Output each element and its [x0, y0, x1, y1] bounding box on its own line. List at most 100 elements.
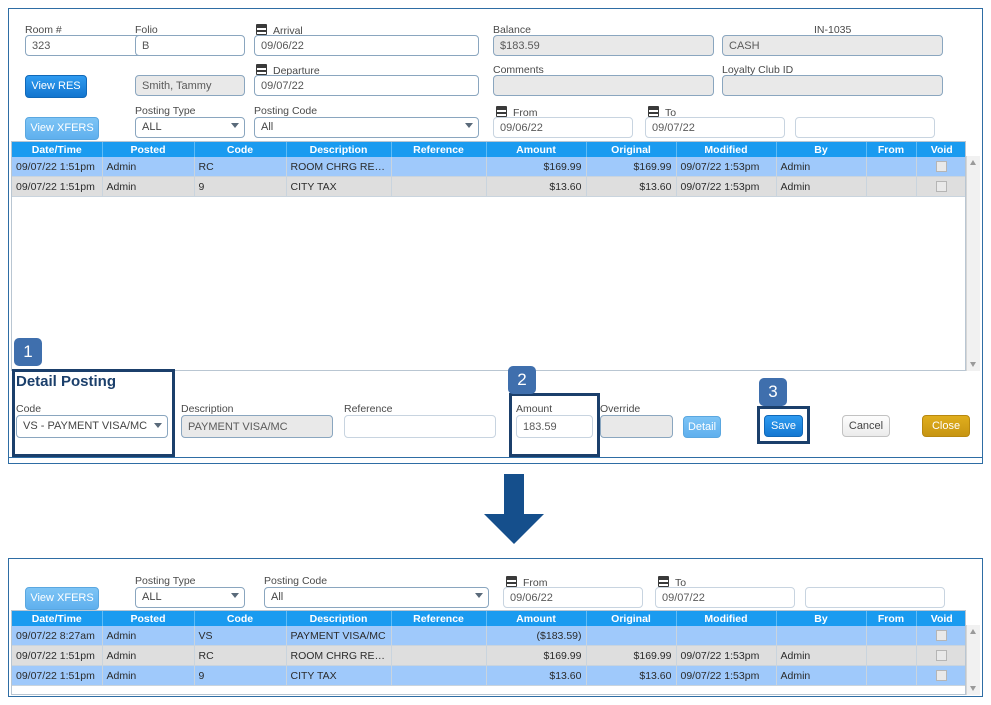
cell-modified: 09/07/22 1:53pm [676, 665, 777, 686]
comments-input[interactable] [493, 75, 714, 96]
search-input-bottom[interactable] [805, 587, 945, 608]
view-xfers-button-bottom[interactable]: View XFERS [25, 587, 99, 610]
void-checkbox[interactable] [936, 650, 947, 662]
posting-code-select-wrap-bottom[interactable]: All [264, 587, 489, 608]
col-posted[interactable]: Posted [102, 142, 195, 157]
cell-original: $13.60 [586, 176, 677, 197]
view-res-button[interactable]: View RES [25, 75, 87, 98]
scroll-up-arrow-icon[interactable] [970, 160, 976, 165]
cell-posted: Admin [102, 665, 195, 686]
posting-code-select-bottom[interactable]: All [264, 587, 489, 608]
void-checkbox[interactable] [936, 670, 947, 682]
table-row[interactable]: 09/07/22 1:51pm Admin RC ROOM CHRG REVEN… [12, 645, 965, 666]
detail-override-input[interactable] [600, 415, 673, 438]
departure-input[interactable]: 09/07/22 [254, 75, 479, 96]
cell-description: ROOM CHRG REVEN... [286, 645, 392, 666]
detail-amount-label: Amount [516, 403, 553, 415]
cell-void[interactable] [916, 176, 965, 197]
col-datetime[interactable]: Date/Time [12, 142, 103, 157]
table-row[interactable]: 09/07/22 1:51pm Admin RC ROOM CHRG REVEN… [12, 157, 965, 177]
cancel-button[interactable]: Cancel [842, 415, 890, 437]
from-date-input[interactable]: 09/06/22 [493, 117, 633, 138]
detail-code-select[interactable]: VS - PAYMENT VISA/MC [16, 415, 168, 438]
col-posted[interactable]: Posted [102, 611, 195, 626]
balance-value: $183.59 [493, 35, 714, 56]
loyalty-club-input[interactable] [722, 75, 943, 96]
cell-void[interactable] [916, 645, 965, 666]
posting-code-label: Posting Code [254, 105, 318, 117]
folio-result-panel: View XFERS Posting Type ALL Posting Code… [8, 558, 983, 697]
posting-code-select[interactable]: All [254, 117, 479, 138]
table-row[interactable]: 09/07/22 1:51pm Admin 9 CITY TAX $13.60 … [12, 665, 965, 686]
col-void[interactable]: Void [916, 142, 965, 157]
view-xfers-button[interactable]: View XFERS [25, 117, 99, 140]
from-date-label: From [513, 107, 538, 119]
col-from[interactable]: From [866, 142, 917, 157]
cell-void[interactable] [916, 665, 965, 686]
col-code[interactable]: Code [194, 142, 287, 157]
to-date-input-bottom[interactable]: 09/07/22 [655, 587, 795, 608]
col-amount[interactable]: Amount [486, 611, 587, 626]
cell-void[interactable] [916, 157, 965, 177]
col-by[interactable]: By [776, 611, 867, 626]
from-date-input-bottom[interactable]: 09/06/22 [503, 587, 643, 608]
col-void[interactable]: Void [916, 611, 965, 626]
col-description[interactable]: Description [286, 142, 392, 157]
close-button[interactable]: Close [922, 415, 970, 437]
cell-void[interactable] [916, 626, 965, 646]
detail-button[interactable]: Detail [683, 416, 721, 438]
col-by[interactable]: By [776, 142, 867, 157]
departure-label: Departure [273, 65, 320, 77]
folio-input[interactable]: B [135, 35, 245, 56]
cell-datetime: 09/07/22 1:51pm [12, 645, 103, 666]
table-row[interactable]: 09/07/22 1:51pm Admin 9 CITY TAX $13.60 … [12, 176, 965, 197]
cell-description: CITY TAX [286, 665, 392, 686]
table-scrollbar[interactable] [966, 156, 980, 371]
scroll-down-arrow-icon[interactable] [970, 362, 976, 367]
col-code[interactable]: Code [194, 611, 287, 626]
step-badge-1: 1 [14, 338, 42, 366]
posting-code-select-wrap[interactable]: All [254, 117, 479, 138]
cell-code: VS [194, 626, 287, 646]
detail-override-label: Override [600, 403, 641, 415]
room-number-label: Room # [25, 24, 62, 36]
posting-type-select-wrap[interactable]: ALL [135, 117, 245, 138]
table-row[interactable]: 09/07/22 8:27am Admin VS PAYMENT VISA/MC… [12, 626, 965, 646]
detail-reference-input[interactable] [344, 415, 496, 438]
cell-datetime: 09/07/22 1:51pm [12, 157, 103, 177]
col-modified[interactable]: Modified [676, 611, 777, 626]
col-reference[interactable]: Reference [391, 611, 487, 626]
posting-type-label: Posting Type [135, 105, 196, 117]
cell-amount: $13.60 [486, 665, 587, 686]
col-datetime[interactable]: Date/Time [12, 611, 103, 626]
posting-code-label-bottom: Posting Code [264, 575, 328, 587]
to-date-input[interactable]: 09/07/22 [645, 117, 785, 138]
col-description[interactable]: Description [286, 611, 392, 626]
scroll-up-arrow-icon[interactable] [970, 629, 976, 634]
col-modified[interactable]: Modified [676, 142, 777, 157]
detail-code-select-wrap[interactable]: VS - PAYMENT VISA/MC [16, 415, 168, 438]
void-checkbox[interactable] [936, 161, 947, 173]
room-number-input[interactable]: 323 [25, 35, 143, 56]
table-scrollbar-bottom[interactable] [966, 625, 980, 695]
col-original[interactable]: Original [586, 142, 677, 157]
scroll-down-arrow-icon[interactable] [970, 686, 976, 691]
save-button[interactable]: Save [764, 415, 803, 437]
posting-type-select[interactable]: ALL [135, 117, 245, 138]
col-from[interactable]: From [866, 611, 917, 626]
posting-type-select-wrap-bottom[interactable]: ALL [135, 587, 245, 608]
cell-code: RC [194, 157, 287, 177]
arrival-input[interactable]: 09/06/22 [254, 35, 479, 56]
cell-from [866, 176, 917, 197]
search-input[interactable] [795, 117, 935, 138]
void-checkbox[interactable] [936, 630, 947, 642]
posting-type-select-bottom[interactable]: ALL [135, 587, 245, 608]
col-reference[interactable]: Reference [391, 142, 487, 157]
cell-amount: $169.99 [486, 645, 587, 666]
col-amount[interactable]: Amount [486, 142, 587, 157]
detail-amount-input[interactable]: 183.59 [516, 415, 593, 438]
void-checkbox[interactable] [936, 181, 947, 193]
cell-code: 9 [194, 665, 287, 686]
col-original[interactable]: Original [586, 611, 677, 626]
step-badge-3: 3 [759, 378, 787, 406]
